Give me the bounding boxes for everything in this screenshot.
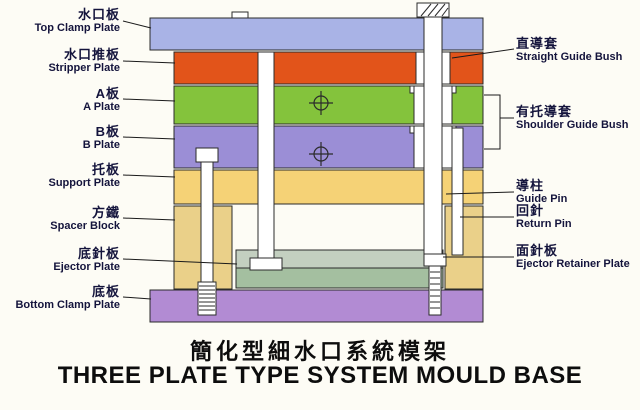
return-pin-shaft (451, 127, 464, 256)
label-spacer-block-cn: 方鐵 (91, 205, 120, 220)
label-shoulder-guide-bush: 有托導套 Shoulder Guide Bush (516, 104, 640, 132)
label-bottom-clamp-plate: 底板 Bottom Clamp Plate (0, 284, 120, 312)
label-return-pin-cn: 回針 (516, 203, 545, 218)
bolt-shaft (200, 161, 214, 283)
label-b-plate: B板 B Plate (0, 124, 120, 152)
label-bottom-clamp-plate-en: Bottom Clamp Plate (15, 299, 120, 312)
label-b-plate-cn: B板 (95, 124, 120, 139)
label-support-plate: 托板 Support Plate (0, 162, 120, 190)
label-a-plate: A板 A Plate (0, 86, 120, 114)
label-ejector-retainer-plate: 面針板 Ejector Retainer Plate (516, 243, 640, 271)
spacer-block-right-shape (444, 205, 484, 290)
leader-spacer-block (122, 217, 176, 221)
label-top-clamp-plate-en: Top Clamp Plate (34, 22, 120, 35)
leader-ejector-plate (122, 258, 238, 265)
bolt-head (195, 147, 219, 163)
label-straight-guide-bush: 直導套 Straight Guide Bush (516, 36, 640, 64)
label-stripper-plate-cn: 水口推板 (63, 47, 120, 62)
label-spacer-block: 方鐵 Spacer Block (0, 205, 120, 233)
label-spacer-block-en: Spacer Block (50, 220, 120, 233)
screw-symbol-a-plate (309, 91, 333, 115)
label-shoulder-guide-bush-en: Shoulder Guide Bush (516, 119, 629, 132)
label-top-clamp-plate: 水口板 Top Clamp Plate (0, 7, 120, 35)
leader-lines (122, 20, 515, 300)
label-ejector-plate-cn: 底針板 (77, 246, 120, 261)
bottom-screw-head (423, 253, 447, 267)
label-stripper-plate-en: Stripper Plate (48, 62, 120, 75)
label-ejector-retainer-plate-en: Ejector Retainer Plate (516, 258, 630, 271)
leader-stripper-plate (122, 60, 176, 64)
label-guide-pin-en: Guide Pin (516, 193, 568, 206)
center-support-pin (249, 51, 283, 271)
figure-title-english: THREE PLATE TYPE SYSTEM MOULD BASE (57, 362, 583, 389)
label-shoulder-guide-bush-cn: 有托導套 (516, 104, 573, 119)
leader-straight-guide-bush (451, 48, 515, 59)
label-straight-guide-bush-en: Straight Guide Bush (516, 51, 623, 64)
center-pin-shaft (257, 51, 275, 261)
label-straight-guide-bush-cn: 直導套 (516, 36, 559, 51)
label-return-pin: 回針 Return Pin (516, 203, 640, 231)
label-stripper-plate: 水口推板 Stripper Plate (0, 47, 120, 75)
screw-symbol-b-plate (309, 142, 333, 166)
leader-shoulder-guide-bush-bracket (484, 94, 501, 150)
screw-symbols (309, 91, 333, 166)
bolt-thread-hatch (199, 285, 215, 311)
label-a-plate-en: A Plate (83, 101, 120, 114)
label-bottom-clamp-plate-cn: 底板 (91, 284, 120, 299)
support-bolt (195, 147, 219, 316)
label-a-plate-cn: A板 (95, 86, 120, 101)
label-return-pin-en: Return Pin (516, 218, 572, 231)
leader-support-plate (122, 174, 176, 178)
label-support-plate-en: Support Plate (48, 177, 120, 190)
figure-title-chinese: 簡化型細水口系統模架 (189, 339, 450, 364)
label-support-plate-cn: 托板 (91, 162, 120, 177)
leader-bottom-clamp-plate (122, 296, 152, 300)
leader-a-plate (122, 98, 176, 102)
bottom-screw (423, 253, 447, 316)
label-guide-pin-cn: 導柱 (516, 178, 545, 193)
label-b-plate-en: B Plate (82, 139, 120, 152)
label-top-clamp-plate-cn: 水口板 (77, 7, 120, 22)
guide-pin-head-hatch (420, 3, 449, 17)
guide-pin-shaft (423, 15, 443, 255)
label-ejector-retainer-plate-cn: 面針板 (516, 243, 559, 258)
label-guide-pin: 導柱 Guide Pin (516, 178, 640, 206)
leader-top-clamp-plate (122, 20, 152, 29)
guide-pin (416, 2, 450, 255)
label-ejector-plate-en: Ejector Plate (53, 261, 120, 274)
ejector-plate-shape (235, 267, 444, 289)
label-ejector-plate: 底針板 Ejector Plate (0, 246, 120, 274)
leader-guide-pin (445, 191, 515, 195)
center-pin-flange (249, 257, 283, 271)
return-pin (451, 127, 464, 256)
top-plate-tab-shape (231, 11, 249, 19)
leader-b-plate (122, 136, 176, 140)
bottom-screw-hatch (430, 271, 440, 309)
